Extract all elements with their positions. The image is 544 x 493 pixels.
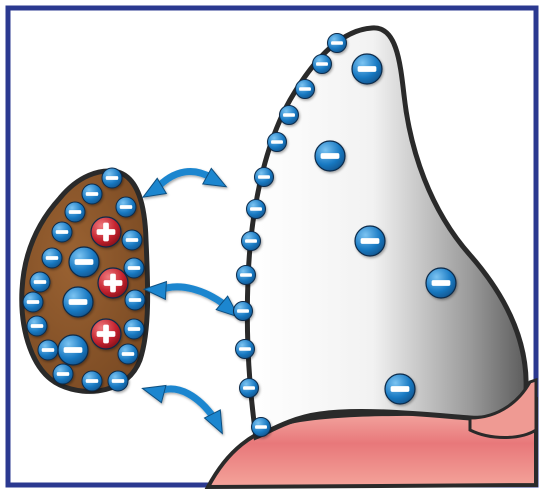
minus-circle-icon xyxy=(352,54,382,84)
minus-bar xyxy=(358,66,377,72)
minus-circle-icon xyxy=(27,316,47,336)
plus-circle-icon xyxy=(91,217,121,247)
minus-bar xyxy=(321,153,340,159)
minus-circle-icon xyxy=(247,200,266,219)
minus-circle-icon xyxy=(52,222,72,242)
minus-circle-icon xyxy=(313,55,332,74)
minus-bar xyxy=(240,273,252,277)
minus-circle-icon xyxy=(280,106,299,125)
minus-bar xyxy=(243,386,255,390)
minus-circle-icon xyxy=(116,197,136,217)
minus-circle-icon xyxy=(328,34,347,53)
minus-bar xyxy=(69,299,88,305)
minus-bar xyxy=(283,113,295,117)
minus-circle-icon xyxy=(237,266,256,285)
plus-bar xyxy=(103,223,109,242)
minus-circle-icon xyxy=(240,379,259,398)
plus-circle-icon xyxy=(98,268,128,298)
minus-bar xyxy=(56,230,69,234)
minus-bar xyxy=(75,259,94,265)
minus-circle-icon xyxy=(355,226,385,256)
minus-circle-icon xyxy=(124,258,144,278)
minus-circle-icon xyxy=(268,133,287,152)
minus-bar xyxy=(46,256,59,260)
minus-bar xyxy=(239,347,251,351)
plus-circle-icon xyxy=(91,319,121,349)
minus-bar xyxy=(69,210,82,214)
minus-circle-icon xyxy=(125,290,145,310)
minus-circle-icon xyxy=(38,340,58,360)
minus-bar xyxy=(361,238,380,244)
minus-bar xyxy=(237,309,249,313)
minus-bar xyxy=(258,175,270,179)
minus-circle-icon xyxy=(234,302,253,321)
minus-bar xyxy=(106,176,119,180)
minus-bar xyxy=(255,425,267,429)
minus-circle-icon xyxy=(242,232,261,251)
minus-circle-icon xyxy=(42,248,62,268)
minus-bar xyxy=(432,280,451,286)
minus-bar xyxy=(128,266,141,270)
minus-circle-icon xyxy=(296,80,315,99)
minus-circle-icon xyxy=(315,141,345,171)
minus-circle-icon xyxy=(82,184,102,204)
minus-bar xyxy=(271,140,283,144)
minus-circle-icon xyxy=(124,319,144,339)
minus-bar xyxy=(34,280,47,284)
minus-circle-icon xyxy=(236,340,255,359)
minus-circle-icon xyxy=(426,268,456,298)
plus-bar xyxy=(103,325,109,344)
minus-bar xyxy=(126,238,139,242)
plus-bar xyxy=(110,274,116,293)
minus-circle-icon xyxy=(122,230,142,250)
minus-circle-icon xyxy=(82,371,102,391)
minus-circle-icon xyxy=(108,371,128,391)
minus-bar xyxy=(31,324,44,328)
minus-circle-icon xyxy=(385,374,415,404)
minus-bar xyxy=(250,207,262,211)
minus-bar xyxy=(120,205,133,209)
minus-circle-icon xyxy=(53,364,73,384)
minus-bar xyxy=(64,347,83,353)
minus-bar xyxy=(86,192,99,196)
minus-circle-icon xyxy=(252,418,271,437)
minus-bar xyxy=(86,379,99,383)
minus-circle-icon xyxy=(63,287,93,317)
minus-bar xyxy=(122,352,135,356)
minus-circle-icon xyxy=(118,344,138,364)
minus-bar xyxy=(112,379,125,383)
minus-circle-icon xyxy=(255,168,274,187)
minus-bar xyxy=(331,41,343,45)
minus-circle-icon xyxy=(30,272,50,292)
minus-circle-icon xyxy=(23,292,43,312)
minus-circle-icon xyxy=(65,202,85,222)
minus-circle-icon xyxy=(102,168,122,188)
minus-circle-icon xyxy=(69,247,99,277)
minus-bar xyxy=(245,239,257,243)
minus-bar xyxy=(128,327,141,331)
minus-bar xyxy=(299,87,311,91)
minus-bar xyxy=(27,300,40,304)
minus-bar xyxy=(129,298,142,302)
minus-bar xyxy=(57,372,70,376)
minus-bar xyxy=(42,348,55,352)
minus-circle-icon xyxy=(58,335,88,365)
minus-bar xyxy=(391,386,410,392)
minus-bar xyxy=(316,62,328,66)
